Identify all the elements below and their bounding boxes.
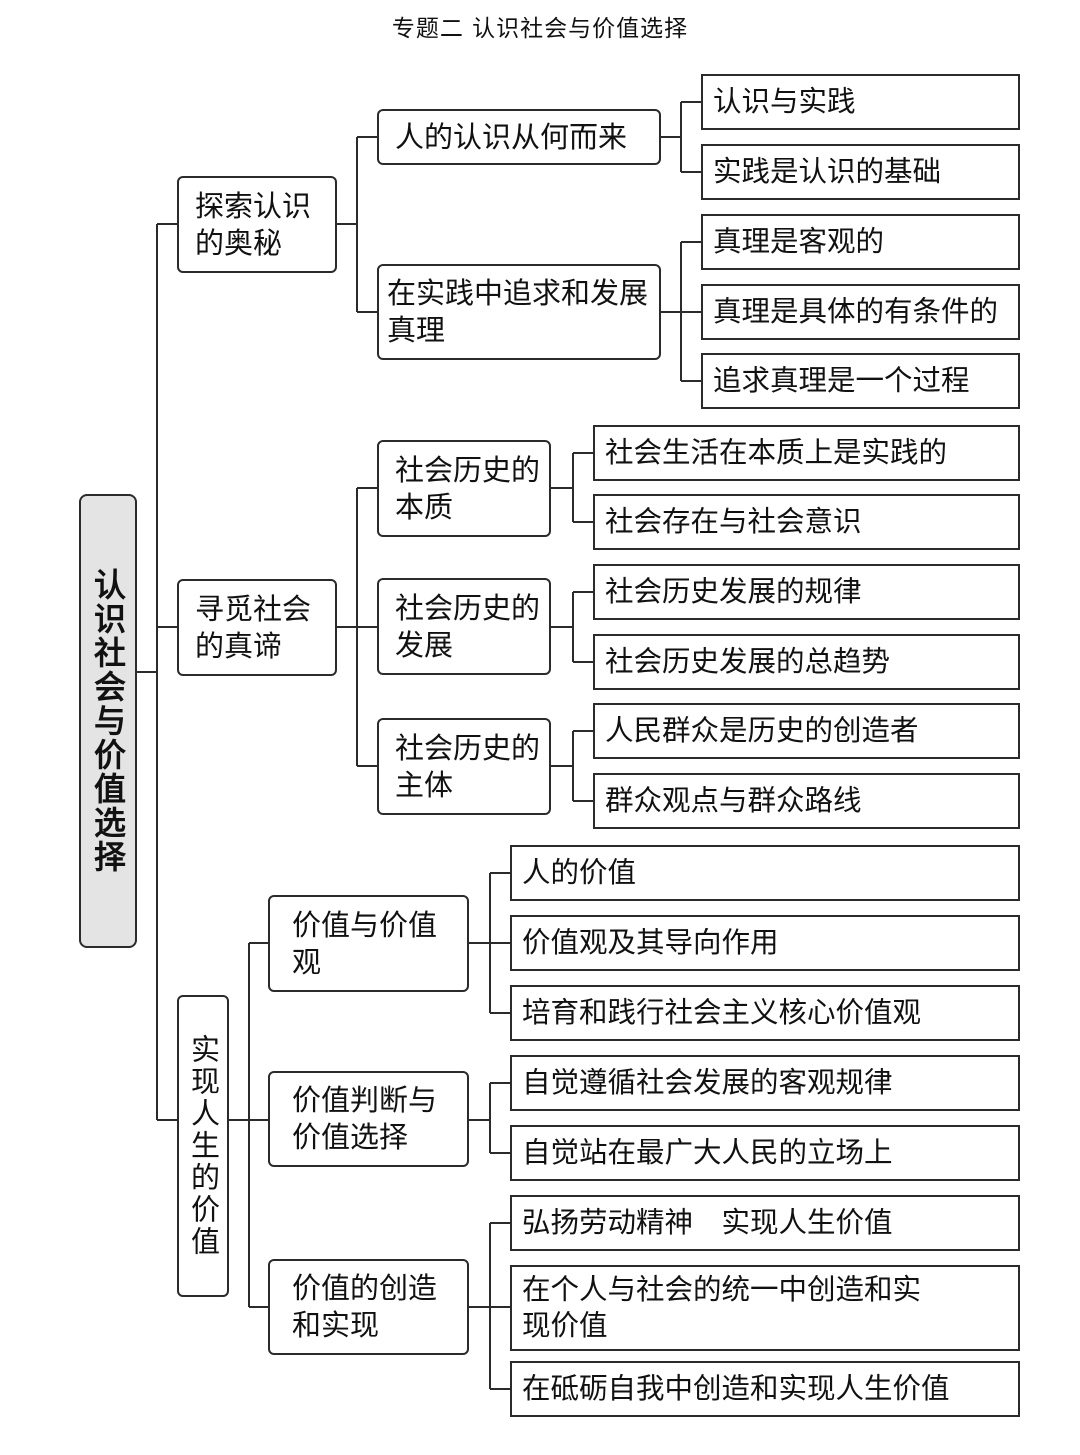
root-label: 认识社会与价值选择 (89, 568, 127, 874)
root-node: 认识社会与价值选择 (79, 494, 137, 948)
leaf-node: 群众观点与群众路线 (593, 773, 1020, 829)
section-node-exploring-cognition: 探索认识的奥秘 (177, 176, 337, 273)
group-label: 价值的创造和实现 (292, 1271, 438, 1342)
leaf-node: 自觉站在最广大人民的立场上 (510, 1125, 1020, 1181)
leaf-label: 自觉遵循社会发展的客观规律 (522, 1066, 893, 1099)
group-label: 人的认识从何而来 (395, 119, 628, 154)
leaf-node: 真理是具体的有条件的 (701, 284, 1020, 340)
leaf-node: 社会存在与社会意识 (593, 494, 1020, 550)
group-label: 价值判断与价值选择 (292, 1083, 438, 1154)
section-node-life-value: 实现人生的价值 (177, 995, 229, 1297)
leaf-label: 自觉站在最广大人民的立场上 (522, 1136, 893, 1169)
group-label: 社会历史的本质 (395, 452, 541, 524)
leaf-label: 真理是具体的有条件的 (713, 295, 999, 328)
leaf-label: 追求真理是一个过程 (713, 364, 970, 397)
section-label: 实现人生的价值 (186, 1034, 221, 1258)
leaf-label: 认识与实践 (713, 85, 856, 118)
leaf-node: 价值观及其导向作用 (510, 915, 1020, 971)
group-node: 价值判断与价值选择 (268, 1071, 469, 1167)
leaf-label: 群众观点与群众路线 (605, 784, 862, 817)
leaf-node: 社会历史发展的总趋势 (593, 634, 1020, 690)
leaf-node: 认识与实践 (701, 74, 1020, 130)
leaf-node: 培育和践行社会主义核心价值观 (510, 985, 1020, 1041)
leaf-label: 社会历史发展的总趋势 (605, 645, 891, 678)
leaf-label: 社会存在与社会意识 (605, 505, 862, 538)
leaf-node: 社会历史发展的规律 (593, 564, 1020, 620)
leaf-node: 弘扬劳动精神 实现人生价值 (510, 1195, 1020, 1251)
group-label: 社会历史的主体 (395, 730, 541, 802)
leaf-node: 真理是客观的 (701, 214, 1020, 270)
group-node: 价值的创造和实现 (268, 1259, 469, 1355)
section-label: 探索认识的奥秘 (195, 188, 312, 260)
leaf-node: 人的价值 (510, 845, 1020, 901)
group-label: 社会历史的发展 (395, 590, 541, 662)
group-node: 社会历史的主体 (377, 718, 551, 815)
group-node: 社会历史的本质 (377, 440, 551, 537)
section-label: 寻觅社会的真谛 (195, 591, 312, 663)
group-label: 价值与价值观 (292, 907, 438, 979)
section-node-social-truth: 寻觅社会的真谛 (177, 579, 337, 676)
leaf-label: 人民群众是历史的创造者 (605, 714, 919, 747)
leaf-node: 自觉遵循社会发展的客观规律 (510, 1055, 1020, 1111)
group-node: 价值与价值观 (268, 895, 469, 992)
group-node: 人的认识从何而来 (377, 109, 661, 165)
leaf-node: 实践是认识的基础 (701, 144, 1020, 200)
group-node: 在实践中追求和发展真理 (377, 264, 661, 360)
leaf-node: 社会生活在本质上是实践的 (593, 425, 1020, 481)
leaf-label: 价值观及其导向作用 (522, 926, 779, 959)
leaf-node: 在砥砺自我中创造和实现人生价值 (510, 1361, 1020, 1417)
group-label: 在实践中追求和发展真理 (387, 276, 649, 347)
leaf-label: 真理是客观的 (713, 225, 885, 258)
leaf-label: 培育和践行社会主义核心价值观 (522, 996, 922, 1029)
leaf-label: 在个人与社会的统一中创造和实现价值 (522, 1273, 922, 1342)
group-node: 社会历史的发展 (377, 578, 551, 675)
leaf-label: 实践是认识的基础 (713, 155, 942, 188)
leaf-node: 人民群众是历史的创造者 (593, 703, 1020, 759)
leaf-label: 社会生活在本质上是实践的 (605, 436, 948, 469)
leaf-label: 社会历史发展的规律 (605, 575, 862, 608)
page-title: 专题二 认识社会与价值选择 (391, 16, 689, 42)
leaf-label: 弘扬劳动精神 实现人生价值 (522, 1206, 893, 1239)
leaf-node: 在个人与社会的统一中创造和实现价值 (510, 1265, 1020, 1351)
leaf-node: 追求真理是一个过程 (701, 353, 1020, 409)
leaf-label: 人的价值 (522, 856, 637, 889)
leaf-label: 在砥砺自我中创造和实现人生价值 (522, 1372, 950, 1405)
